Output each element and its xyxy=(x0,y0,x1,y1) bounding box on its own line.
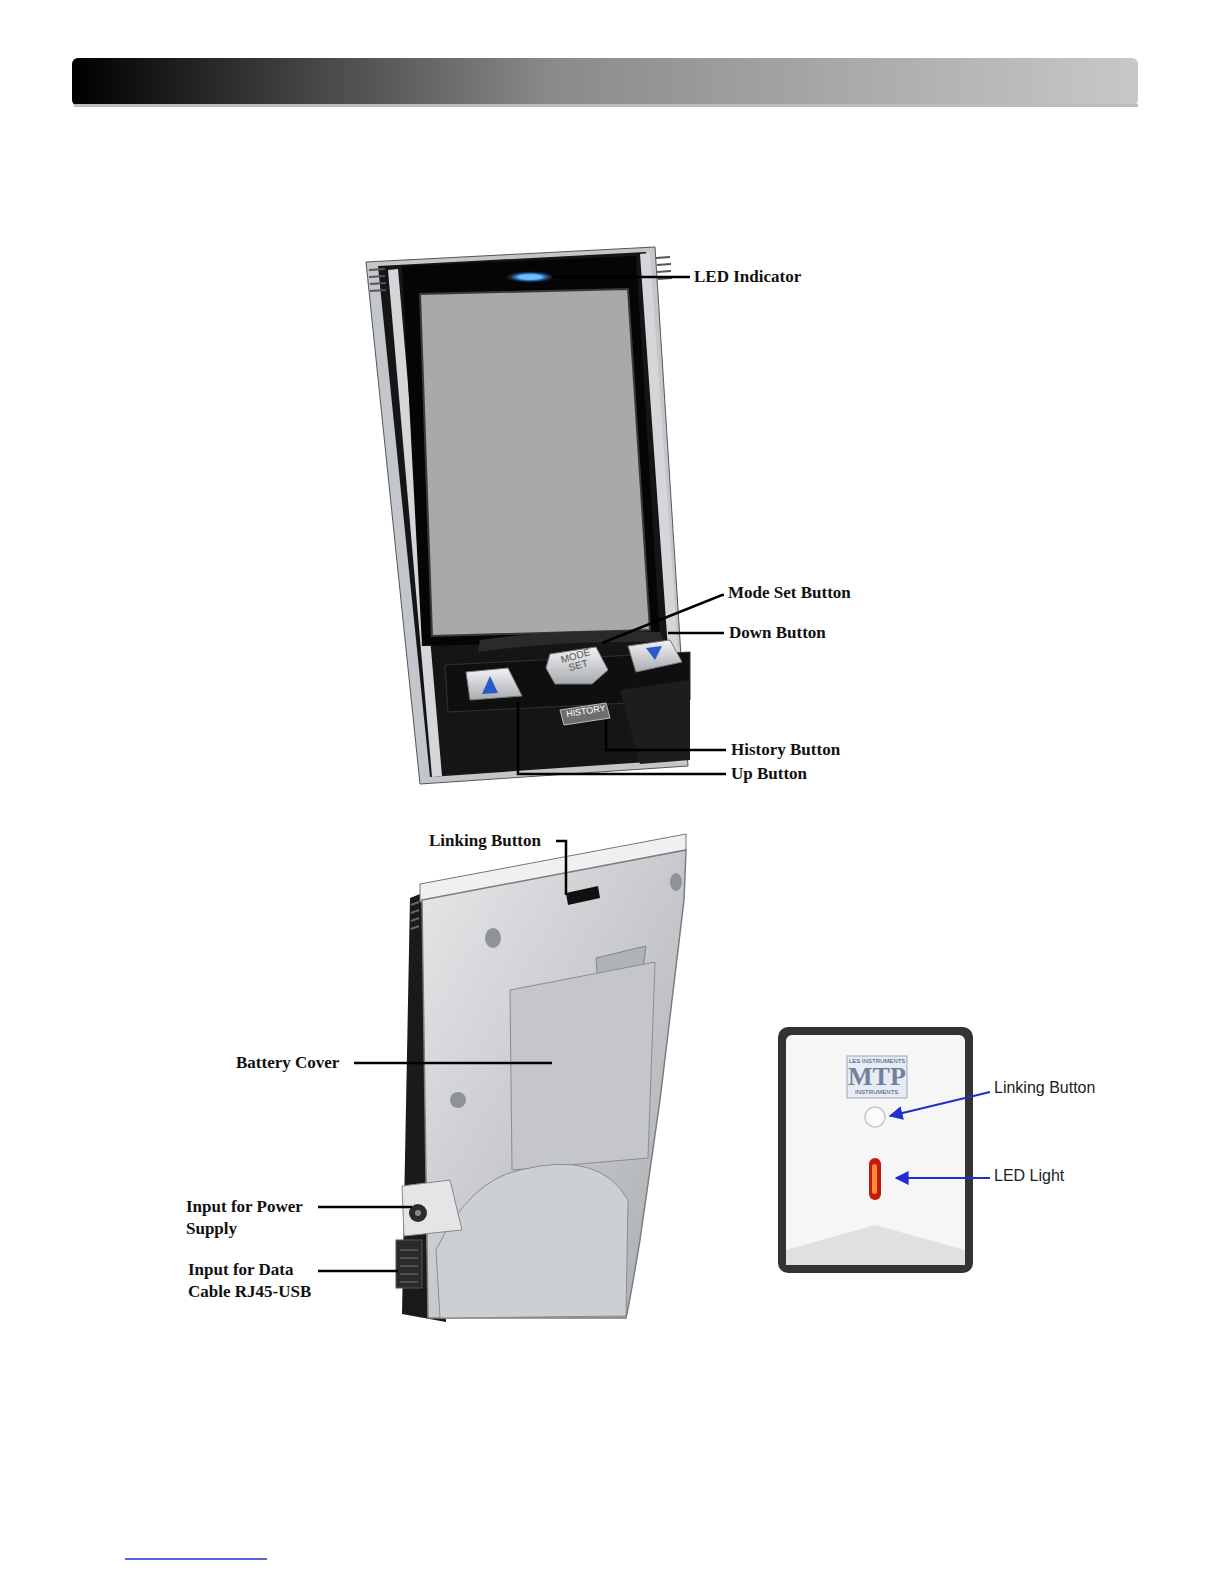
back-shell xyxy=(422,850,686,1318)
screw-hole xyxy=(485,928,501,948)
led-light-glow xyxy=(872,1164,877,1194)
part-label: LED Indicator xyxy=(694,266,801,288)
down-arrow xyxy=(646,646,662,660)
rj45-port xyxy=(396,1240,422,1288)
leader-line xyxy=(318,1270,398,1273)
part-label: Down Button xyxy=(729,622,826,644)
part-label: Input for Data Cable RJ45-USB xyxy=(188,1259,328,1303)
logo-text: MTP xyxy=(848,1064,906,1090)
part-label: History Button xyxy=(731,739,840,761)
led-light xyxy=(869,1158,881,1200)
down-button xyxy=(628,640,682,672)
back-device xyxy=(396,834,686,1322)
part-label: Mode Set Button xyxy=(728,582,851,604)
screw-hole xyxy=(670,873,682,891)
leader-line xyxy=(602,595,724,643)
leader-line xyxy=(606,720,726,750)
leader-line xyxy=(552,276,690,279)
logo-text: INSTRUMENTS xyxy=(855,1089,898,1096)
up-button xyxy=(466,668,522,700)
pointer-arrow xyxy=(890,1092,990,1116)
pointer-arrow xyxy=(896,1177,990,1179)
front-device xyxy=(366,247,690,784)
header-bar xyxy=(72,58,1138,106)
logo-plate xyxy=(847,1056,907,1098)
history-button xyxy=(560,703,610,725)
linking-button xyxy=(566,886,600,905)
leader-lines xyxy=(318,277,726,1271)
lower-body xyxy=(620,680,690,764)
led-indicator xyxy=(504,271,556,283)
power-jack-pin xyxy=(415,1210,421,1216)
led-indicator xyxy=(518,275,542,280)
up-arrow xyxy=(482,676,498,694)
stand-base xyxy=(436,1164,628,1318)
pointer-arrows xyxy=(890,1092,990,1178)
lcd-screen xyxy=(420,289,650,636)
transmitter xyxy=(778,1027,973,1273)
leader-line xyxy=(668,632,724,635)
leader-line xyxy=(318,1206,412,1209)
part-label: Linking Button xyxy=(994,1078,1095,1098)
leader-line xyxy=(556,841,566,895)
screen-bezel xyxy=(402,256,660,646)
part-label: Linking Button xyxy=(429,830,541,852)
transmitter-body xyxy=(778,1027,973,1273)
leader-line xyxy=(518,702,726,774)
header-shadow xyxy=(74,104,1138,107)
footer-rule xyxy=(125,1558,267,1560)
screw-hole xyxy=(450,1092,466,1108)
part-label: LED Light xyxy=(994,1166,1064,1186)
transmitter-face xyxy=(786,1035,965,1265)
linking-button xyxy=(865,1107,885,1127)
part-label: Up Button xyxy=(731,763,807,785)
rj45-contacts xyxy=(400,1250,418,1282)
leader-line xyxy=(354,1062,552,1065)
vent-grille xyxy=(411,902,419,929)
part-label: Input for Power Supply xyxy=(186,1196,326,1240)
battery-cover xyxy=(510,962,655,1170)
part-label: Battery Cover xyxy=(236,1052,339,1074)
transmitter-trim xyxy=(786,1225,965,1265)
